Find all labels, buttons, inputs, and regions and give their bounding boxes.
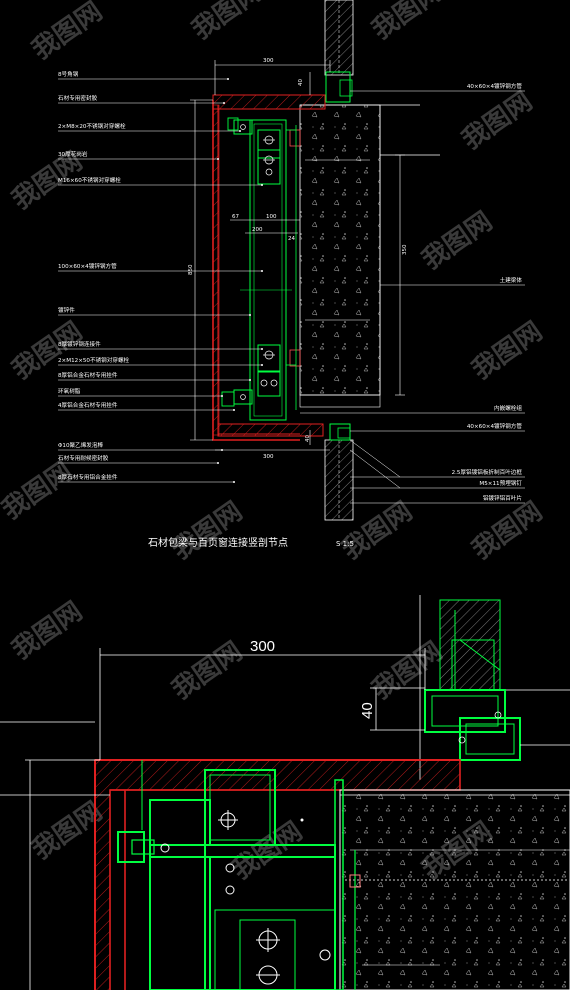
left-callout-label: 8厚铝合金石材专用挂件: [58, 371, 118, 379]
drawing-scale: S 1:5: [336, 540, 354, 548]
left-callout-label: 石材专用耐候密封胶: [58, 454, 109, 462]
right-callout-label: M5×11预埋钢钉: [479, 479, 522, 487]
watermark-text: 我图网: [457, 86, 538, 155]
dim-200: 200: [252, 227, 263, 233]
left-leader-lines: [58, 78, 263, 483]
dim-300-top: 300: [263, 58, 274, 64]
zoom-dim-300: 300: [250, 638, 275, 655]
drawing-title: 石材包梁与百页窗连接竖剖节点: [148, 536, 288, 549]
leader-dot: [239, 130, 241, 132]
leader-dot: [227, 78, 229, 80]
top-dimension-lines: [190, 60, 405, 451]
leader-dot: [221, 449, 223, 451]
right-callout-label: 内嵌螺栓组: [494, 404, 522, 412]
watermark-text: 我图网: [0, 456, 78, 525]
watermark-text: 我图网: [167, 636, 248, 705]
right-callout-label: 铝镀锌铝百叶片: [483, 494, 523, 502]
leader-dot: [223, 102, 225, 104]
left-callout-label: 石材专用密封胶: [58, 94, 98, 102]
right-callout-label: 2.5厚铝镀铝板折制百叶边框: [452, 468, 523, 476]
watermark-text: 我图网: [367, 636, 448, 705]
leader-dot: [261, 270, 263, 272]
zoom-dimension-lines: [0, 648, 426, 990]
zoom-dim-40: 40: [359, 702, 376, 719]
watermark-text: 我图网: [27, 0, 108, 66]
leader-line: [349, 439, 401, 478]
top-detail-drawing: [212, 0, 440, 521]
zoom-detail-drawing: [94, 595, 570, 990]
leader-dot: [249, 379, 251, 381]
watermark-text: 我图网: [467, 496, 548, 565]
left-callout-label: 8厚石材专用铝合金挂件: [58, 473, 118, 481]
left-callout-label: 环氧树脂: [58, 387, 81, 395]
dim-300-bottom: 300: [263, 454, 274, 460]
right-callout-label: 土建梁体: [500, 276, 523, 284]
left-callout-label: 100×60×4镀锌钢方管: [58, 262, 117, 270]
dim-40-top: 40: [298, 79, 304, 86]
left-callout-label: 2×M12×50不锈钢对穿螺栓: [58, 356, 130, 364]
leader-dot: [233, 481, 235, 483]
leader-dot: [221, 395, 223, 397]
right-leader-lines: [300, 90, 525, 504]
leader-dot: [217, 158, 219, 160]
dim-100: 100: [266, 214, 277, 220]
watermark-text: 我图网: [227, 816, 308, 885]
watermark-text: 我图网: [7, 596, 88, 665]
watermark-text: 我图网: [367, 0, 448, 46]
left-callout-label: 4厚铝合金石材专用挂件: [58, 401, 118, 409]
leader-line: [349, 449, 401, 489]
leader-dot: [261, 364, 263, 366]
right-callout-label: 40×60×4镀锌钢方管: [467, 422, 523, 430]
dim-40-bottom: 40: [305, 435, 311, 442]
dim-24: 24: [288, 236, 295, 242]
leader-dot: [233, 409, 235, 411]
watermark-text: 我图网: [467, 316, 548, 385]
left-callout-label: Φ10聚乙烯发泡棒: [58, 441, 103, 449]
left-callout-label: 8厚镀锌钢连接件: [58, 340, 101, 348]
leader-dot: [217, 462, 219, 464]
left-callout-label: 镀锌件: [58, 306, 75, 314]
left-callout-label: 30厚花岗岩: [58, 150, 88, 158]
watermark-text: 我图网: [417, 206, 498, 275]
dim-850: 850: [188, 264, 194, 275]
watermark-text: 我图网: [187, 0, 268, 46]
leader-dot: [261, 348, 263, 350]
leader-dot: [249, 314, 251, 316]
left-callout-label: 2×M8×20不锈钢对穿螺栓: [58, 122, 126, 130]
left-callout-label: M16×60不锈钢对穿螺栓: [58, 176, 121, 184]
dim-67: 67: [232, 214, 239, 220]
leader-dot: [261, 184, 263, 186]
watermark-text: 我图网: [167, 496, 248, 565]
right-callout-label: 40×60×4镀锌钢方管: [467, 82, 523, 90]
left-callout-label: 8号角钢: [58, 70, 79, 78]
dim-350: 350: [402, 244, 408, 255]
right-callout-labels: 40×60×4镀锌钢方管土建梁体内嵌螺栓组40×60×4镀锌钢方管2.5厚铝镀铝…: [452, 82, 523, 502]
